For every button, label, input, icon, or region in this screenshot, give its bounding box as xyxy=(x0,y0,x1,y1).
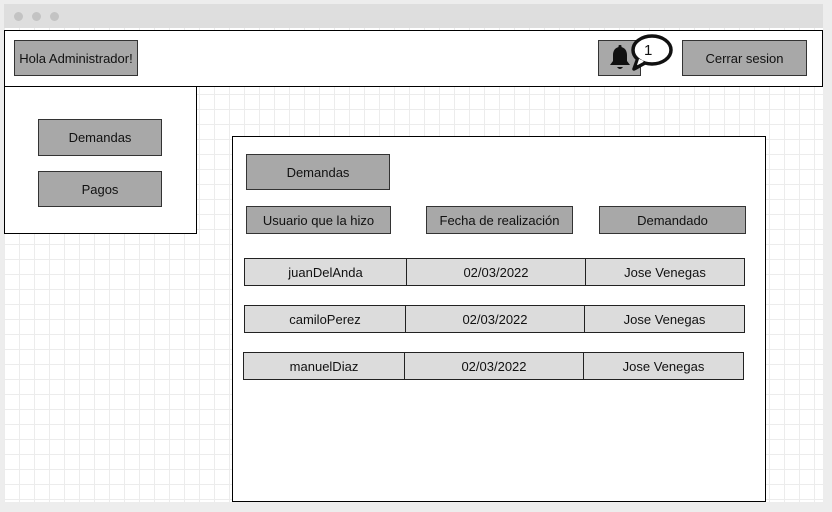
table-cell-demandado: Jose Venegas xyxy=(585,258,745,286)
page-title-button[interactable]: Demandas xyxy=(246,154,390,190)
window-titlebar xyxy=(4,4,823,28)
table-cell-fecha: 02/03/2022 xyxy=(406,258,586,286)
speech-bubble-icon xyxy=(631,34,673,71)
table-cell-usuario: manuelDiaz xyxy=(243,352,405,380)
window-close-dot[interactable] xyxy=(14,12,23,21)
table-cell-demandado: Jose Venegas xyxy=(584,305,745,333)
sidebar-item-pagos[interactable]: Pagos xyxy=(38,171,162,207)
window-minimize-dot[interactable] xyxy=(32,12,41,21)
window-maximize-dot[interactable] xyxy=(50,12,59,21)
table-cell-demandado: Jose Venegas xyxy=(583,352,744,380)
sidebar-panel xyxy=(4,86,197,234)
table-cell-fecha: 02/03/2022 xyxy=(405,305,585,333)
notification-count: 1 xyxy=(644,42,653,59)
table-cell-fecha: 02/03/2022 xyxy=(404,352,584,380)
column-header-fecha[interactable]: Fecha de realización xyxy=(426,206,573,234)
column-header-demandado[interactable]: Demandado xyxy=(599,206,746,234)
bell-icon xyxy=(609,45,630,69)
column-header-usuario[interactable]: Usuario que la hizo xyxy=(246,206,391,234)
table-cell-usuario: camiloPerez xyxy=(244,305,406,333)
table-cell-usuario: juanDelAnda xyxy=(244,258,407,286)
logout-button[interactable]: Cerrar sesion xyxy=(682,40,807,76)
greeting-label: Hola Administrador! xyxy=(14,40,138,76)
sidebar-item-demandas[interactable]: Demandas xyxy=(38,119,162,156)
